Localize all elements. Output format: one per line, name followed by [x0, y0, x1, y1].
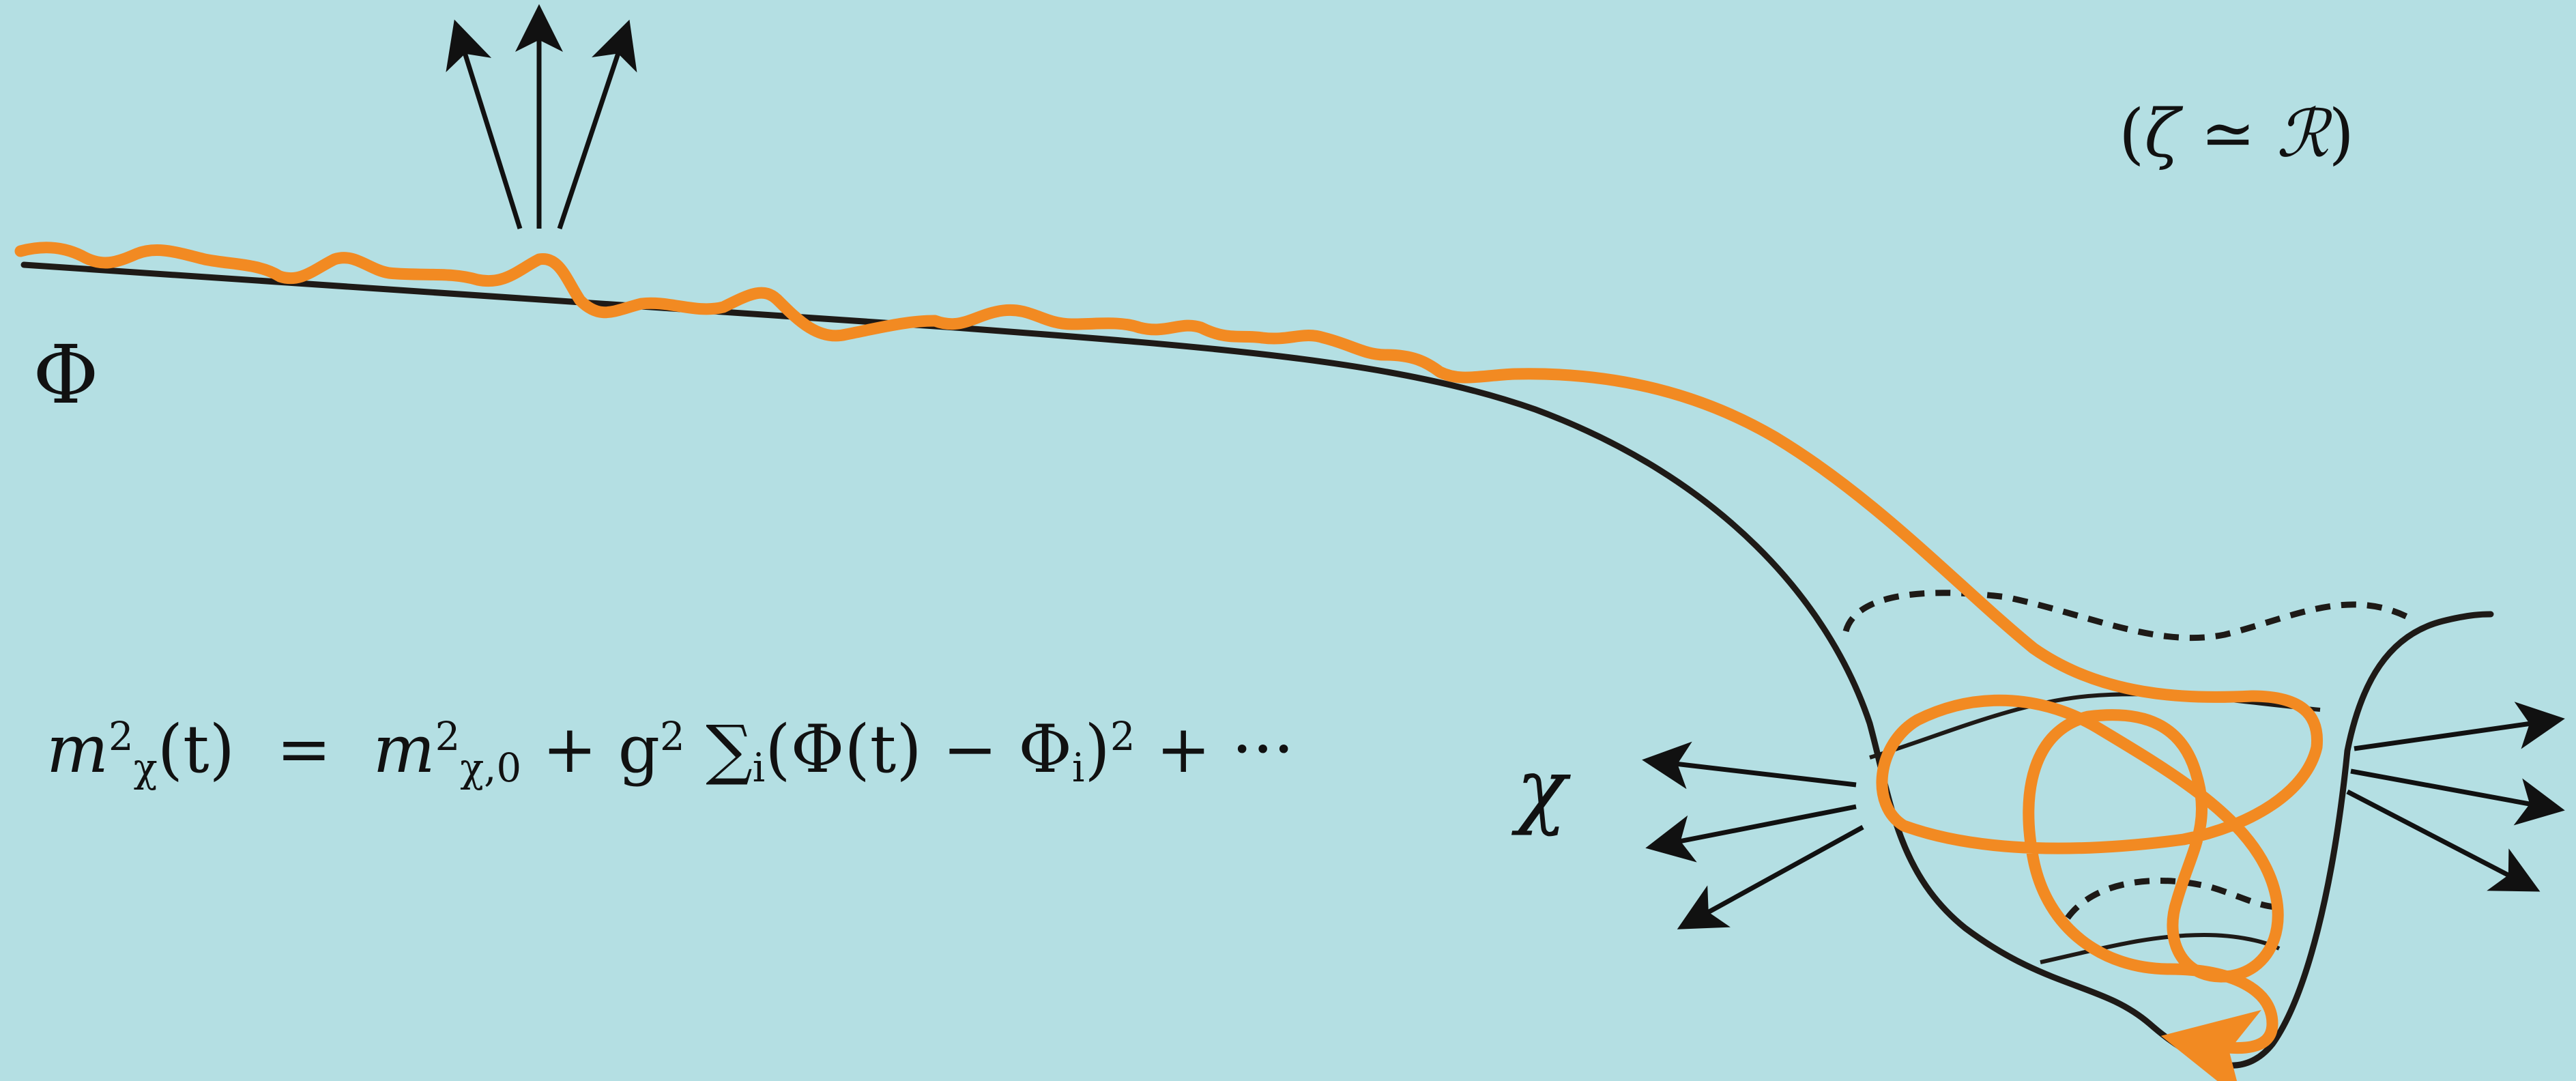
eq-sup-2c: 2: [660, 714, 685, 760]
eq-m-rhs: m: [373, 711, 435, 788]
chi-emission-arrows-right: [2347, 720, 2556, 887]
eq-sup-2b: 2: [435, 714, 461, 760]
chi-arrow-right-1: [2354, 720, 2556, 749]
fluctuation-arrow-right: [560, 29, 626, 229]
chi-arrow-left-3: [1685, 827, 1863, 925]
chi-mass-equation: m2χ(t) = m2χ,0 + g2 ∑i(Φ(t) − Φi)2 + ···: [46, 717, 1294, 782]
chi-arrow-right-3: [2347, 792, 2532, 887]
curvature-R-symbol: ℛ: [2276, 96, 2329, 172]
fluctuation-arrow-left: [457, 29, 520, 229]
eq-m: m: [46, 711, 108, 788]
sim-symbol: ≃: [2180, 96, 2276, 172]
valley-rim-dashed: [1846, 593, 2409, 638]
zeta-symbol: ζ: [2144, 96, 2180, 172]
chi-field-label: χ: [1516, 747, 1567, 831]
zeta-open-paren: (: [2119, 96, 2144, 172]
eq-paren-expr: (Φ(t) − Φ: [765, 711, 1072, 788]
eq-sum: ∑: [685, 711, 753, 788]
eq-arg-t: (t): [158, 711, 235, 788]
phi-field-label: Φ: [33, 334, 99, 415]
eq-equals: =: [235, 711, 373, 788]
eq-sub-i: i: [753, 745, 765, 791]
fluctuation-arrows: [457, 14, 626, 229]
zeta-close-paren: ): [2329, 96, 2354, 172]
eq-sub-i2: i: [1072, 745, 1084, 791]
eq-plus-g: + g: [521, 711, 660, 788]
chi-emission-arrows-left: [1651, 761, 1863, 925]
chi-arrow-left-2: [1655, 807, 1856, 846]
eq-sup-2: 2: [108, 714, 134, 760]
eq-sup-2d: 2: [1110, 714, 1135, 760]
zeta-curvature-equivalence: (ζ ≃ ℛ): [2119, 101, 2354, 167]
field-trajectory: [20, 248, 2317, 1048]
eq-sub-chi: χ: [134, 745, 158, 791]
chi-arrow-left-1: [1651, 761, 1856, 785]
eq-sub-chi0: χ,0: [460, 745, 521, 791]
eq-close: ): [1084, 711, 1110, 788]
chi-arrow-right-2: [2351, 771, 2556, 809]
eq-tail: + ···: [1135, 711, 1294, 788]
